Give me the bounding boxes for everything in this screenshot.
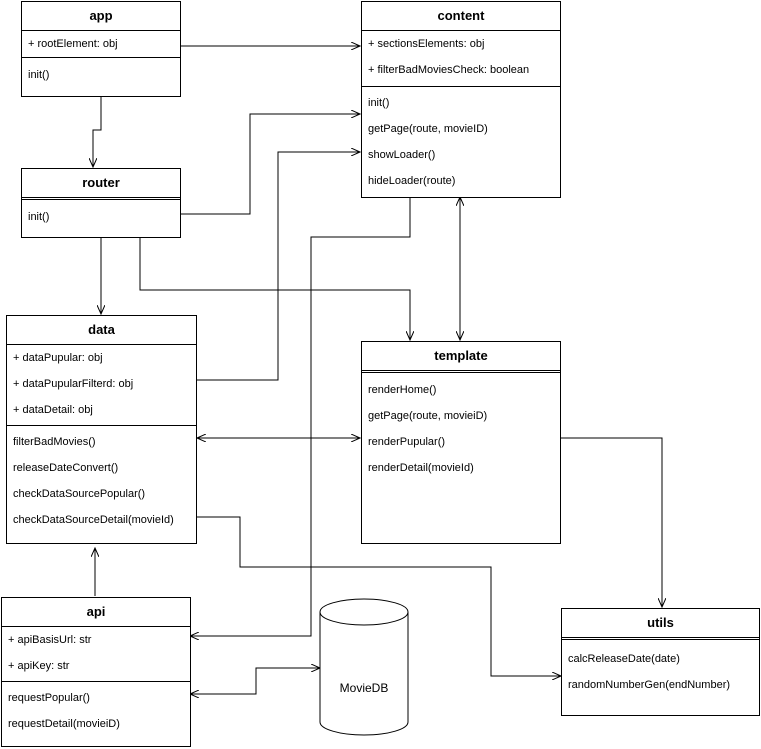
- attribute: + apiKey: str: [8, 660, 70, 672]
- method: releaseDateConvert(): [13, 462, 119, 474]
- moviedb-label: MovieDB: [339, 681, 389, 695]
- class-app-attributes: + rootElement: obj: [22, 31, 180, 58]
- method: calcReleaseDate(date): [568, 653, 680, 665]
- method: renderPupular(): [368, 436, 446, 448]
- class-app-title: app: [22, 2, 180, 31]
- class-app[interactable]: app + rootElement: obj init(): [21, 1, 181, 97]
- method: requestPopular(): [8, 692, 90, 704]
- edge-data-utils: [196, 516, 561, 676]
- class-content-attributes: + sectionsElements: obj + filterBadMovie…: [362, 31, 560, 87]
- attribute: + dataDetail: obj: [13, 404, 93, 416]
- class-utils[interactable]: utils calcReleaseDate(date) randomNumber…: [561, 608, 760, 716]
- class-utils-methods: calcReleaseDate(date) randomNumberGen(en…: [562, 640, 759, 698]
- class-template-title: template: [362, 342, 560, 373]
- method: hideLoader(route): [368, 175, 456, 187]
- method: checkDataSourceDetail(movieId): [13, 514, 174, 526]
- edge-router-content: [181, 114, 360, 215]
- edge-data-content: [196, 152, 360, 381]
- attribute: + dataPupularFilterd: obj: [13, 378, 134, 390]
- class-router-methods: init(): [22, 200, 180, 230]
- method: init(): [368, 97, 390, 109]
- attribute: + filterBadMoviesCheck: boolean: [368, 64, 530, 76]
- method: requestDetail(movieiD): [8, 718, 120, 730]
- attribute: + sectionsElements: obj: [368, 38, 485, 50]
- method: showLoader(): [368, 149, 436, 161]
- attribute: + dataPupular: obj: [13, 352, 103, 364]
- method: renderHome(): [368, 384, 437, 396]
- attribute: + apiBasisUrl: str: [8, 634, 92, 646]
- method: getPage(route, movieID): [368, 123, 488, 135]
- method: getPage(route, movieiD): [368, 410, 488, 422]
- class-data-attributes: + dataPupular: obj + dataPupularFilterd:…: [7, 345, 196, 426]
- method: filterBadMovies(): [13, 436, 96, 448]
- method: renderDetail(movieId): [368, 462, 474, 474]
- class-api-methods: requestPopular() requestDetail(movieiD): [2, 682, 190, 737]
- class-api-title: api: [2, 598, 190, 627]
- class-content-title: content: [362, 2, 560, 31]
- class-content-methods: init() getPage(route, movieID) showLoade…: [362, 87, 560, 194]
- method: init(): [28, 69, 50, 81]
- edge-template-utils: [561, 437, 662, 607]
- edge-router-template: [139, 238, 410, 340]
- edge-app-router: [93, 97, 102, 167]
- class-data-title: data: [7, 316, 196, 345]
- class-api[interactable]: api + apiBasisUrl: str + apiKey: str req…: [1, 597, 191, 747]
- method: checkDataSourcePopular(): [13, 488, 146, 500]
- class-router-title: router: [22, 169, 180, 200]
- class-template-methods: renderHome() getPage(route, movieiD) ren…: [362, 373, 560, 481]
- class-app-methods: init(): [22, 58, 180, 88]
- class-data-methods: filterBadMovies() releaseDateConvert() c…: [7, 426, 196, 533]
- attribute: + rootElement: obj: [28, 38, 118, 50]
- edge-api-moviedb: [190, 668, 320, 694]
- edge-content-api: [190, 197, 411, 636]
- class-data[interactable]: data + dataPupular: obj + dataPupularFil…: [6, 315, 197, 544]
- class-utils-title: utils: [562, 609, 759, 640]
- class-api-attributes: + apiBasisUrl: str + apiKey: str: [2, 627, 190, 682]
- class-content[interactable]: content + sectionsElements: obj + filter…: [361, 1, 561, 198]
- class-router[interactable]: router init(): [21, 168, 181, 238]
- class-template[interactable]: template renderHome() getPage(route, mov…: [361, 341, 561, 544]
- method: init(): [28, 211, 50, 223]
- moviedb-cylinder: [319, 598, 409, 736]
- method: randomNumberGen(endNumber): [568, 679, 731, 691]
